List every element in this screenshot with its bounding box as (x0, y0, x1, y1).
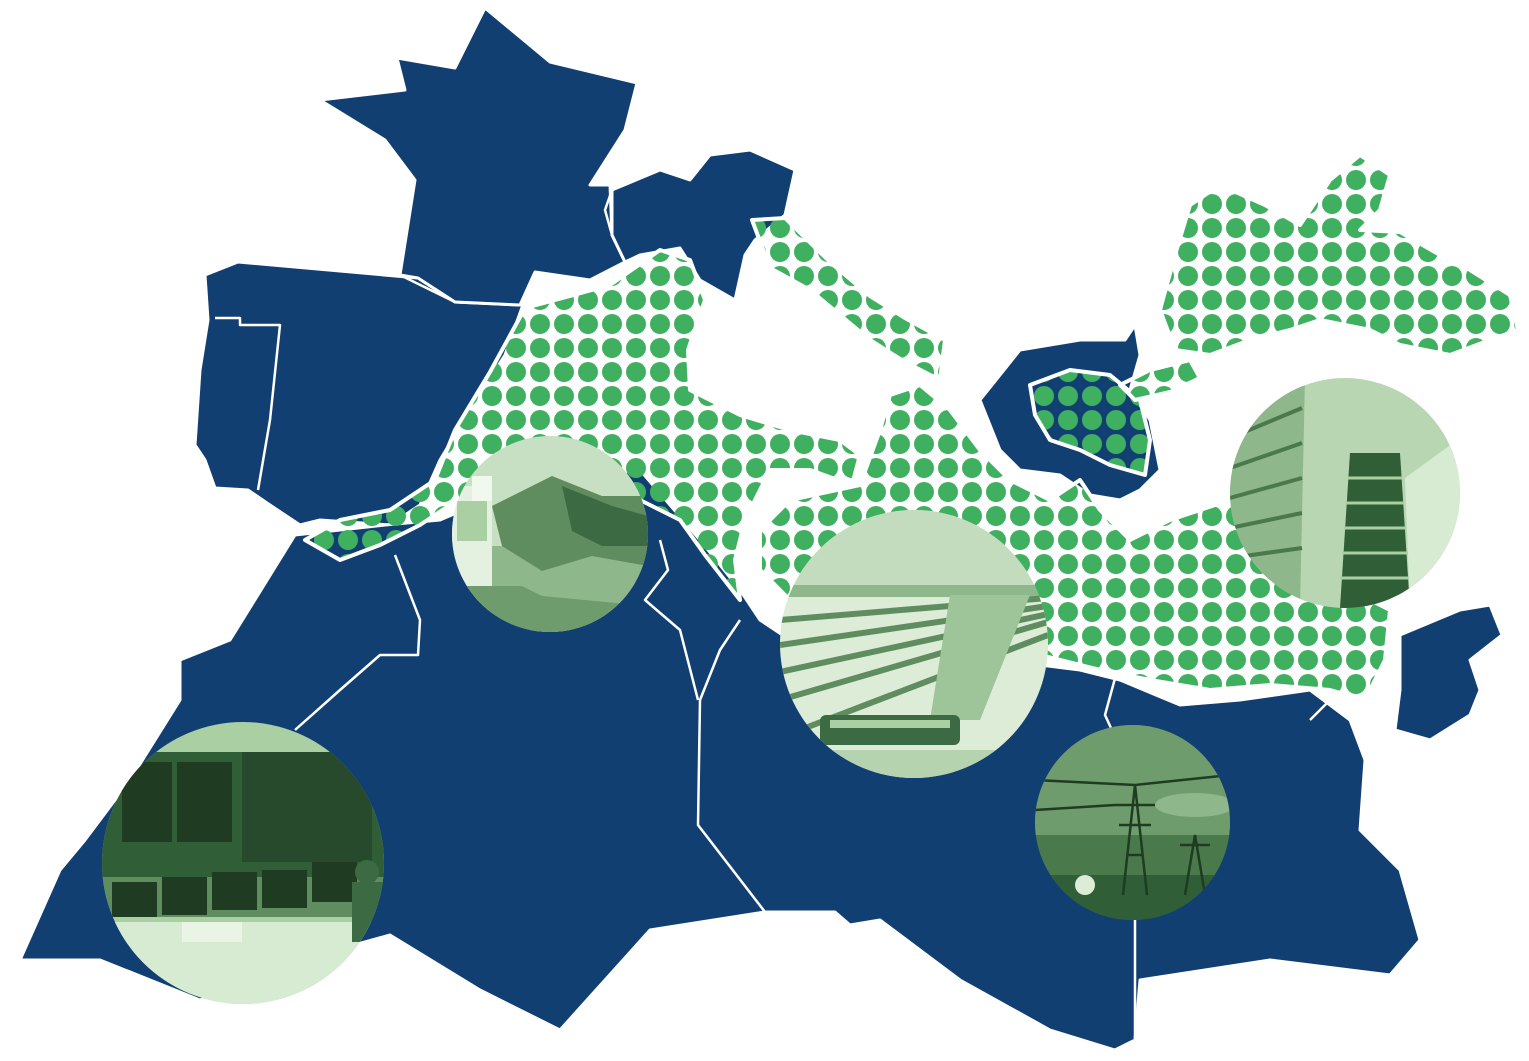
control-room-photo-circle (102, 722, 384, 1004)
power-line-photo-icon (1035, 725, 1230, 920)
power-line-photo-circle (1035, 725, 1230, 920)
solar-field-photo-icon (780, 510, 1048, 778)
border-morocco-algeria (294, 554, 422, 731)
skyscraper-photo-circle (1230, 378, 1460, 608)
black-sea-dots (1158, 153, 1520, 357)
control-room-photo-icon (102, 722, 384, 1004)
alps-italy-land (610, 148, 797, 302)
skyscraper-photo-icon (1230, 378, 1460, 608)
border-iberia-france (399, 273, 521, 307)
dam-photo-icon (452, 436, 648, 632)
aegean-sea-dots (1028, 368, 1152, 477)
adriatic-sea-dots (750, 216, 947, 382)
solar-field-photo-circle (780, 510, 1048, 778)
marmara-strait-dots (1118, 358, 1202, 402)
border-egypt-israel (1309, 699, 1331, 721)
border-france-italy (603, 189, 627, 263)
border-tunisia-libya (696, 619, 766, 913)
france-land (318, 6, 639, 307)
dam-photo-circle (452, 436, 648, 632)
middle-east-land (1393, 603, 1504, 742)
border-algeria-tunisia (643, 539, 700, 701)
border-iberia-portugal (215, 316, 282, 491)
